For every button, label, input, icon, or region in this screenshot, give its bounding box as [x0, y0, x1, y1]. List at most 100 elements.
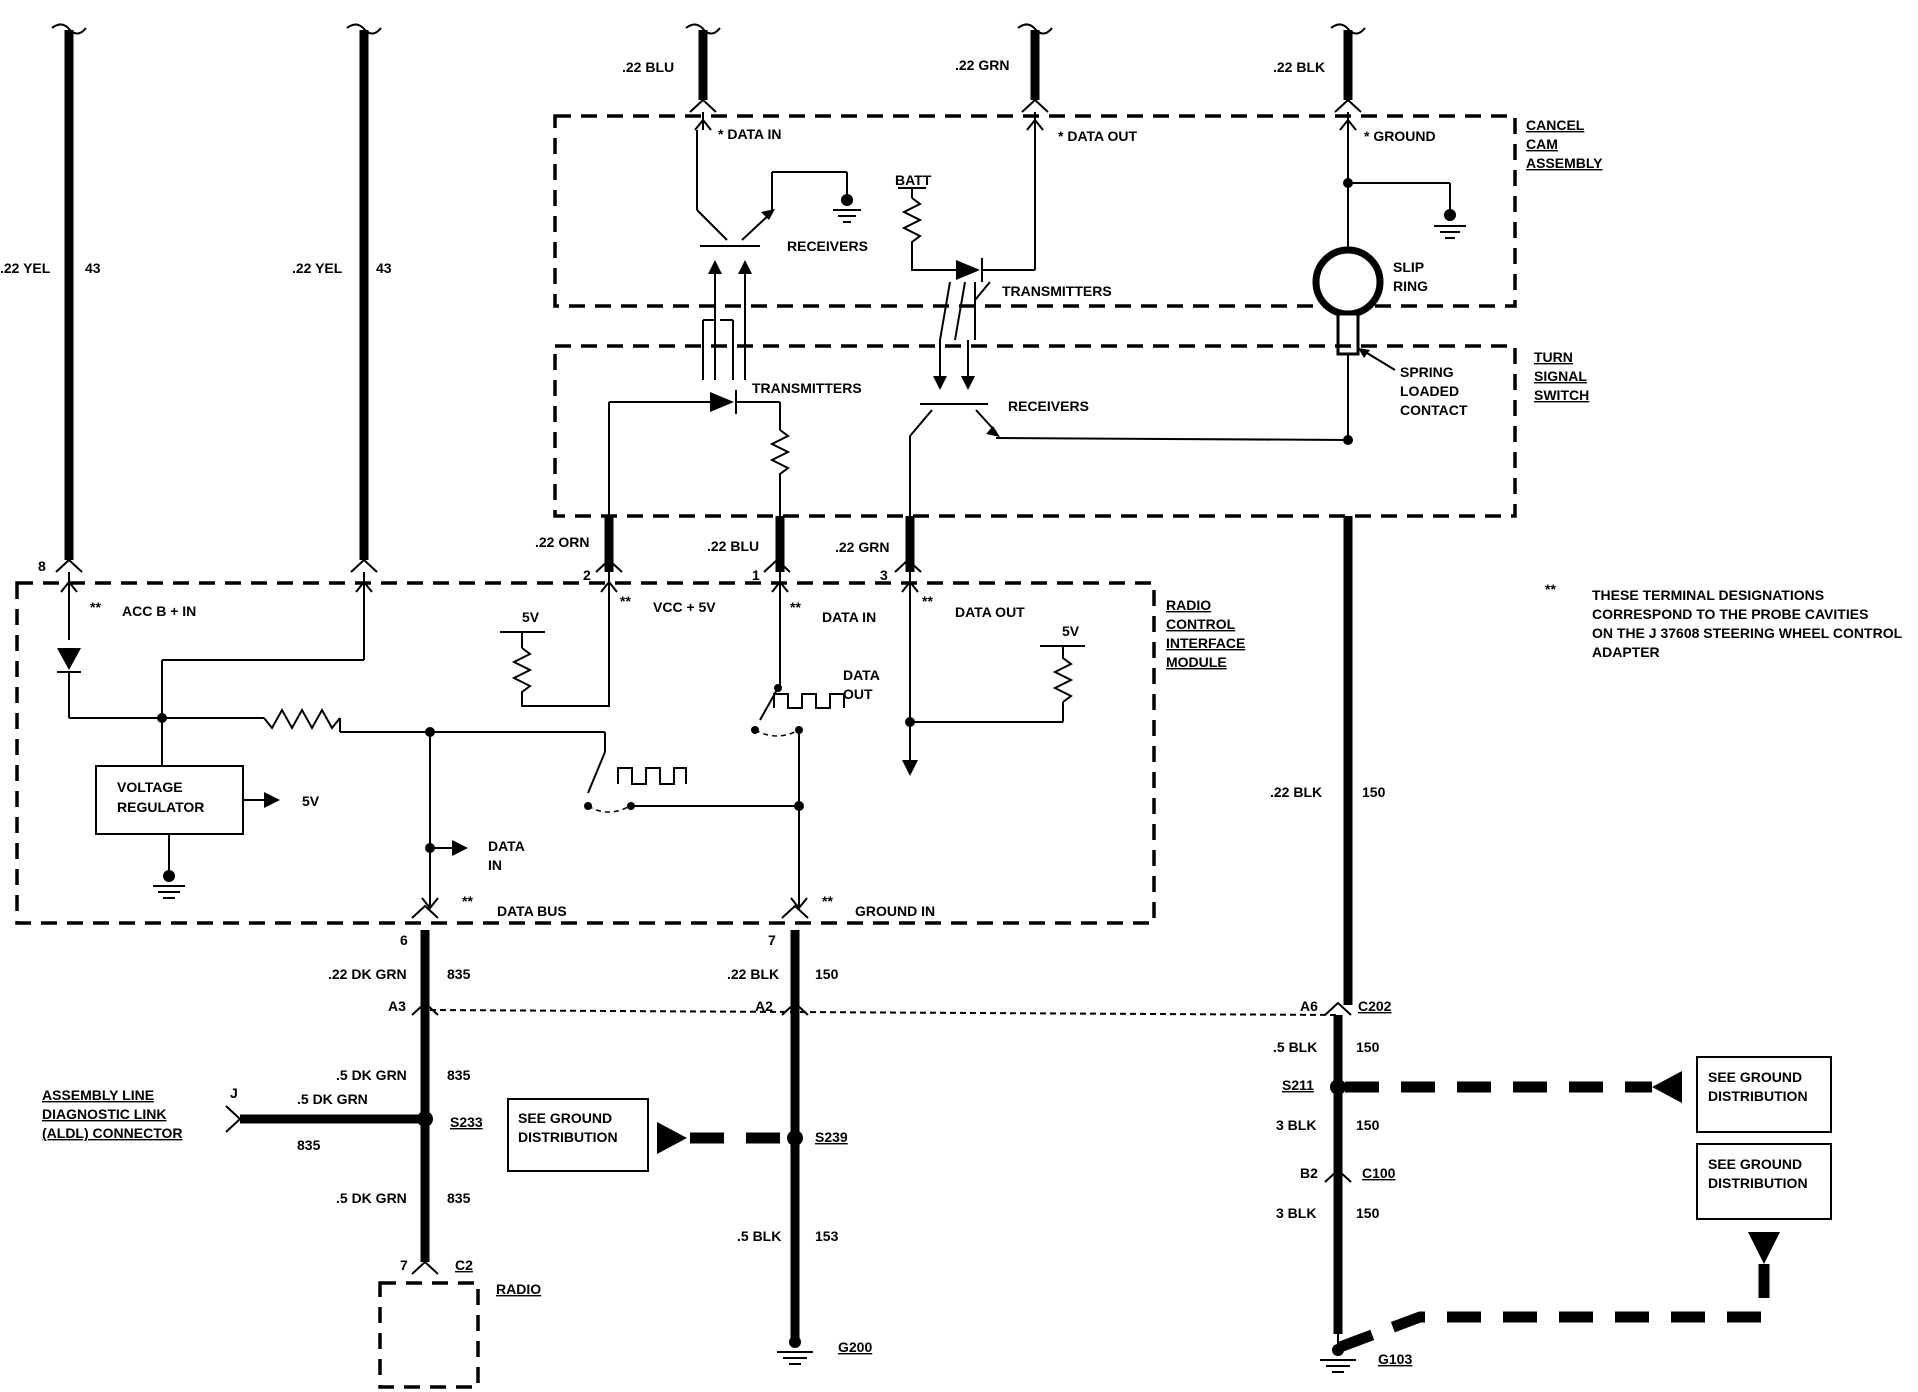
s233: S233: [450, 1114, 483, 1130]
cc-receiver-transistor: [694, 112, 861, 380]
ts-contact-2: LOADED: [1400, 383, 1459, 399]
blu-pin: 1: [752, 567, 760, 583]
blk-gauge-top: .22 BLK: [1273, 59, 1325, 75]
g200: G200: [838, 1339, 872, 1355]
mid-pin7: 7: [768, 932, 776, 948]
left-circuit3: 835: [447, 1190, 471, 1206]
cc-transmitters: TRANSMITTERS: [1002, 283, 1112, 299]
vcc-5v: 5V: [522, 609, 540, 625]
regulator-io: [153, 792, 280, 899]
grn-pin: 3: [880, 567, 888, 583]
cc-slip-ring-1: SLIP: [1393, 259, 1424, 275]
ts-contact-3: CONTACT: [1400, 402, 1468, 418]
b2: B2: [1300, 1165, 1318, 1181]
mid-circuit2: 153: [815, 1228, 839, 1244]
data-out-term: DATA OUT: [955, 604, 1025, 620]
note-line-3: ON THE J 37608 STEERING WHEEL CONTROL: [1592, 625, 1903, 641]
g103-ground: [1320, 1334, 1356, 1373]
yel2-circuit: 43: [376, 260, 392, 276]
top-wire-ends: [51, 23, 1366, 35]
left-circuit2: 835: [447, 1067, 471, 1083]
right-seg2-gauge: 3 BLK: [1276, 1117, 1316, 1133]
left-circuit1: 835: [447, 966, 471, 982]
cc-transmitter-diode: [898, 112, 1044, 341]
module-title-1: RADIO: [1166, 597, 1211, 613]
data-out-stars: **: [922, 593, 933, 609]
cancel-cam-title-2: CAM: [1526, 136, 1558, 152]
turn-signal-title-2: SIGNAL: [1534, 368, 1587, 384]
ts-receivers: RECEIVERS: [1008, 398, 1089, 414]
orn-pin: 2: [583, 567, 591, 583]
cc-slip-ring-2: RING: [1393, 278, 1428, 294]
a2: A2: [755, 998, 773, 1014]
voltage-reg-1: VOLTAGE: [117, 779, 183, 795]
s239-arrow: [657, 1122, 687, 1154]
grn-gauge-top: .22 GRN: [955, 57, 1009, 73]
c100: C100: [1362, 1165, 1396, 1181]
data-in-stars: **: [790, 599, 801, 615]
vcc: VCC + 5V: [653, 599, 716, 615]
s239-splice: [787, 1130, 803, 1146]
data-bus-stars: **: [462, 893, 473, 909]
ground-dist-box-1: [1696, 1056, 1832, 1133]
turn-signal-title-1: TURN: [1534, 349, 1573, 365]
yel1-gauge: .22 YEL: [0, 260, 51, 276]
voltage-regulator: [95, 765, 244, 835]
g103-arrow: [1748, 1232, 1780, 1264]
ground-dist-1-line2: DISTRIBUTION: [1708, 1088, 1808, 1104]
g103-ground-dist: [1338, 1264, 1770, 1353]
cc-ground: * GROUND: [1364, 128, 1436, 144]
data-out-1: DATA: [843, 667, 880, 683]
right-seg1-gauge: .5 BLK: [1273, 1039, 1317, 1055]
data-in-1: DATA: [488, 838, 525, 854]
right-seg2-circuit: 150: [1356, 1117, 1380, 1133]
radio: RADIO: [496, 1281, 541, 1297]
module-title-4: MODULE: [1166, 654, 1227, 670]
s239: S239: [815, 1129, 848, 1145]
data-bus: DATA BUS: [497, 903, 567, 919]
s211: S211: [1282, 1077, 1314, 1093]
module-title-2: CONTROL: [1166, 616, 1236, 632]
turn-signal-box: [553, 344, 1517, 518]
a3: A3: [388, 998, 406, 1014]
g103: G103: [1378, 1351, 1412, 1367]
aldl-connector: [225, 1105, 242, 1133]
data-in-circuit: [751, 572, 845, 910]
vcc-circuit: [500, 572, 618, 707]
ground-dist-2-line2: DISTRIBUTION: [1708, 1175, 1808, 1191]
ground-dist-2-line1: SEE GROUND: [1708, 1156, 1802, 1172]
mid-gauge1: .22 BLK: [727, 966, 779, 982]
a-row-dashed: [429, 1009, 1339, 1016]
a6: A6: [1300, 998, 1318, 1014]
cc-data-in: * DATA IN: [718, 126, 782, 142]
g200-ground: [777, 1336, 813, 1365]
right-seg3-gauge: 3 BLK: [1276, 1205, 1316, 1221]
cancel-cam-title-1: CANCEL: [1526, 117, 1585, 133]
data-in-2: IN: [488, 857, 502, 873]
module-title-3: INTERFACE: [1166, 635, 1245, 651]
mid-circuit1: 150: [815, 966, 839, 982]
s211-arrow: [1652, 1071, 1682, 1103]
right-upper-gauge: .22 BLK: [1270, 784, 1322, 800]
ground-dist-box-mid: [507, 1098, 649, 1172]
voltage-reg-2: REGULATOR: [117, 799, 204, 815]
regulator-5v: 5V: [302, 793, 320, 809]
blu-gauge-mid: .22 BLU: [707, 538, 759, 554]
ts-receiver-transistor: [909, 340, 1353, 580]
blu-gauge-top: .22 BLU: [622, 59, 674, 75]
right-upper-circuit: 150: [1362, 784, 1386, 800]
ground-dist-mid-line1: SEE GROUND: [518, 1110, 612, 1126]
ts-transmitters: TRANSMITTERS: [752, 380, 862, 396]
ground-in: GROUND IN: [855, 903, 935, 919]
data-out-5v: 5V: [1062, 623, 1080, 639]
grn-gauge-mid: .22 GRN: [835, 539, 889, 555]
data-out-circuit: [901, 572, 1085, 776]
acc-stars: **: [90, 599, 101, 615]
note-line-4: ADAPTER: [1592, 644, 1660, 660]
aldl-label-3: (ALDL) CONNECTOR: [42, 1125, 183, 1141]
vcc-stars: **: [620, 593, 631, 609]
acc-circuit: [57, 572, 605, 766]
right-seg3-circuit: 150: [1356, 1205, 1380, 1221]
data-bus-circuit: [421, 732, 798, 910]
